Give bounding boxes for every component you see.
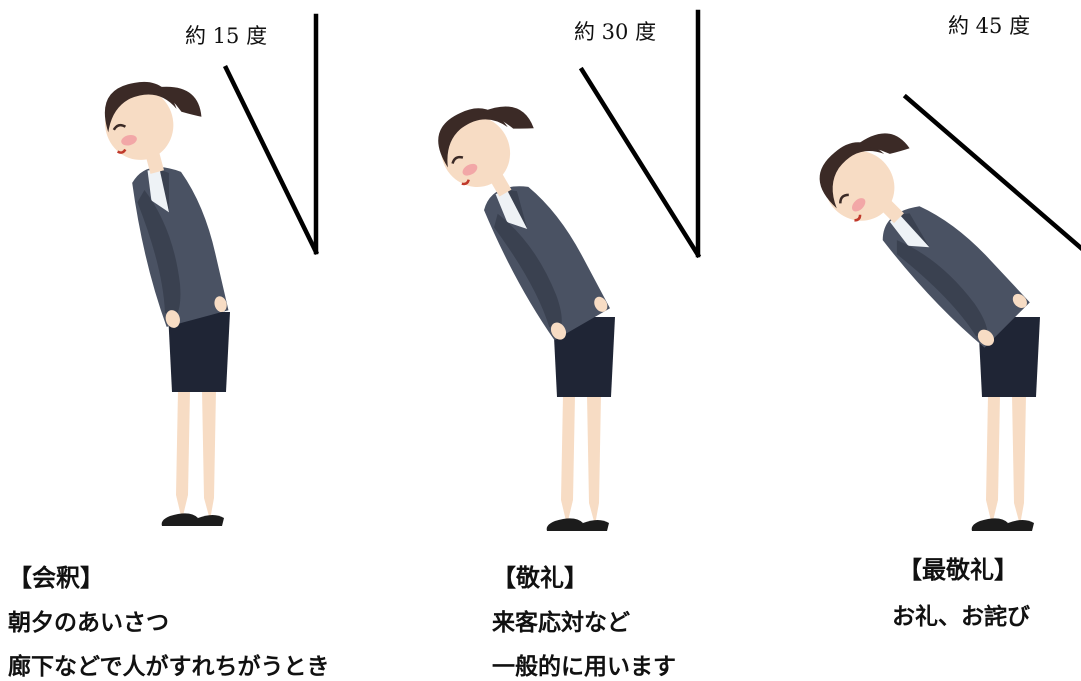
angle-indicator-30 [578, 9, 702, 259]
figure-3-person [804, 110, 1051, 531]
figure-1-person [94, 66, 255, 526]
angle-indicator-15 [222, 13, 320, 256]
caption-title-keirei: 【敬礼】 [492, 564, 588, 592]
caption-line-eshaku-1: 朝夕のあいさつ [8, 610, 169, 636]
caption-line-eshaku-2: 廊下などで人がすれちがうとき [8, 654, 330, 680]
caption-title-saikeirei: 【最敬礼】 [898, 556, 1018, 584]
angle-label-45: 約 45 度 [948, 14, 1031, 38]
angle-label-30: 約 30 度 [574, 20, 657, 44]
caption-title-eshaku: 【会釈】 [8, 564, 104, 592]
caption-line-keirei-2: 一般的に用います [492, 654, 676, 680]
angle-indicator-45 [902, 93, 1081, 251]
caption-line-keirei-1: 来客応対など [492, 610, 630, 636]
caption-line-saikeirei-1: お礼、お詫び [892, 604, 1030, 630]
figure-2-person [424, 83, 635, 531]
angle-label-15: 約 15 度 [185, 24, 268, 48]
